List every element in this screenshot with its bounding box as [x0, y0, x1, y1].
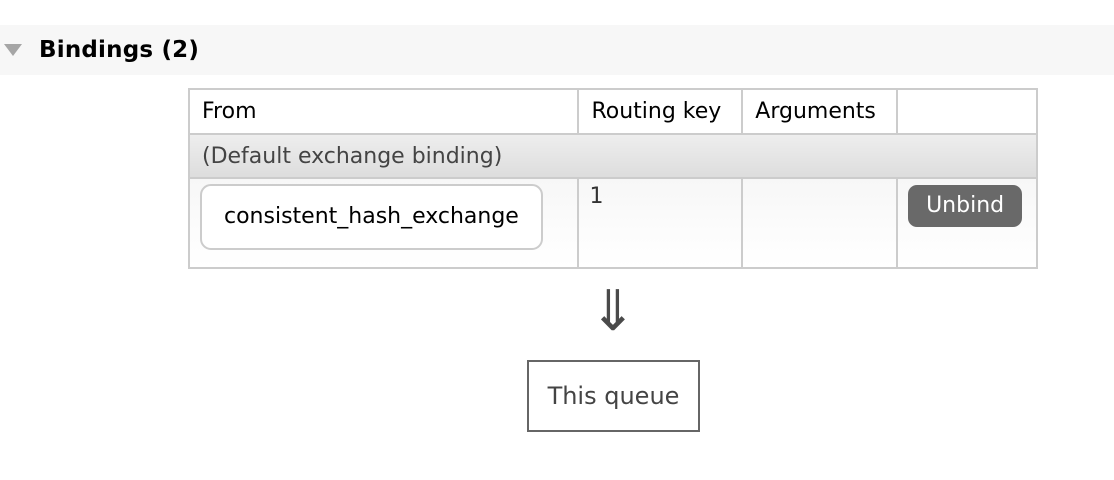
unbind-button[interactable]: Unbind — [908, 185, 1023, 227]
collapse-triangle-icon[interactable] — [4, 44, 22, 56]
bindings-section-header[interactable]: Bindings (2) — [0, 25, 1114, 75]
exchange-link[interactable]: consistent_hash_exchange — [200, 184, 543, 250]
default-exchange-binding-label: (Default exchange binding) — [188, 133, 1038, 179]
column-header-routing-key: Routing key — [577, 88, 744, 135]
this-queue-box: This queue — [527, 360, 700, 432]
bindings-table-header-row: From Routing key Arguments — [187, 88, 1038, 135]
binding-row: consistent_hash_exchange 1 Unbind — [187, 177, 1038, 269]
this-queue-label: This queue — [547, 382, 680, 410]
column-header-from: From — [187, 88, 580, 135]
default-exchange-binding-row: (Default exchange binding) — [188, 133, 1038, 179]
binding-actions-cell: Unbind — [896, 177, 1038, 269]
binding-from-cell: consistent_hash_exchange — [187, 177, 580, 269]
column-header-arguments: Arguments — [741, 88, 899, 135]
binding-routing-key-cell: 1 — [577, 177, 744, 269]
double-down-arrow-icon: ⇓ — [589, 279, 637, 344]
bindings-table: From Routing key Arguments (Default exch… — [187, 88, 1038, 269]
section-title: Bindings (2) — [39, 37, 200, 63]
column-header-actions — [896, 88, 1038, 135]
binding-arguments-cell — [741, 177, 899, 269]
